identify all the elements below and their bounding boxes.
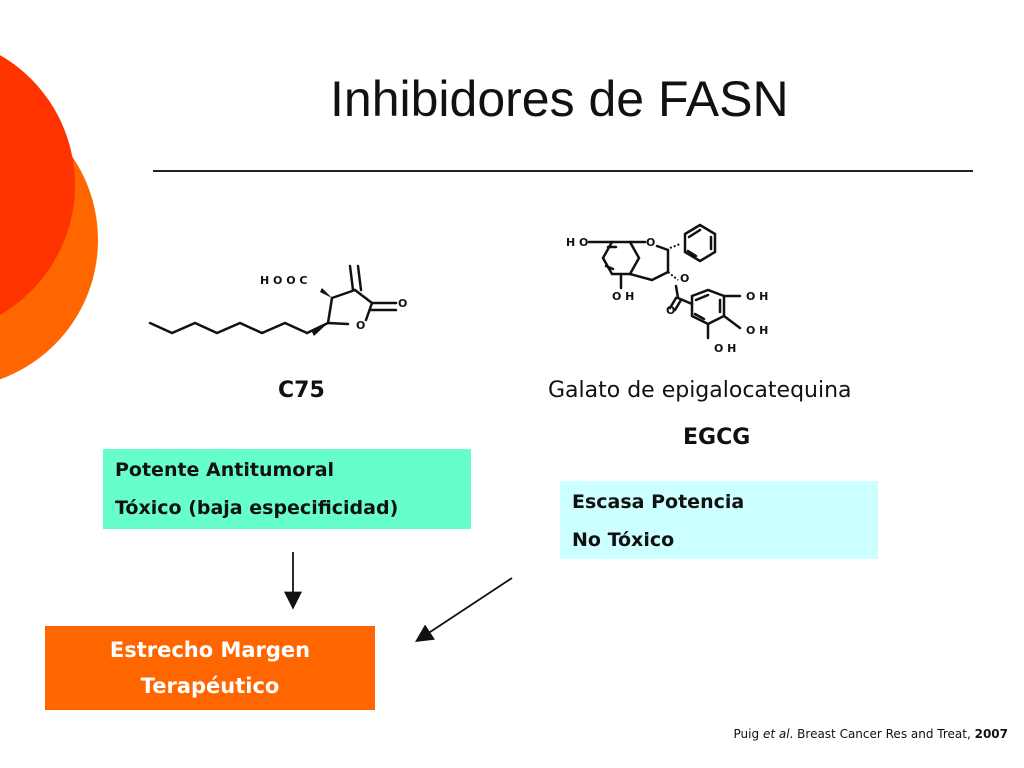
citation-etal: et al: [762, 727, 790, 741]
atom-o-carbonyl: O: [666, 304, 675, 317]
result-line-2: Terapéutico: [140, 674, 280, 698]
c75-properties-box: Potente Antitumoral Tóxico (baja especif…: [103, 449, 471, 529]
atom-oh-d: O H: [714, 342, 736, 355]
c75-label: C75: [278, 378, 325, 403]
egcg-properties-box: Escasa Potencia No Tóxico: [560, 481, 878, 559]
slide-title: Inhibidores de FASN: [330, 71, 789, 127]
atom-o-ring: O: [646, 236, 655, 249]
atom-o-ring: O: [356, 319, 365, 332]
citation-year: 2007: [974, 727, 1008, 741]
b-ring: [683, 223, 717, 263]
citation-journal: . Breast Cancer Res and Treat,: [789, 727, 975, 741]
atom-cooh: H O O C: [260, 274, 307, 287]
decorative-circles: [0, 55, 98, 380]
egcg-full-name: Galato de epigalocatequina: [548, 378, 852, 403]
alkyl-chain: [148, 321, 309, 335]
atom-oh-b: O H: [746, 290, 768, 303]
c75-structure: H O O C O O: [148, 264, 407, 336]
atom-ho: H O: [566, 236, 588, 249]
decor-red-circle: [0, 55, 75, 315]
c75-property-1: Potente Antitumoral: [115, 459, 335, 481]
citation: Puig et al. Breast Cancer Res and Treat,…: [734, 727, 1008, 741]
atom-o-carbonyl: O: [398, 297, 407, 310]
atom-oh-c: O H: [746, 324, 768, 337]
citation-author: Puig: [733, 727, 763, 741]
atom-oh-a: O H: [612, 290, 634, 303]
result-box: Estrecho Margen Terapéutico: [45, 626, 375, 710]
egcg-property-1: Escasa Potencia: [572, 491, 745, 513]
result-line-1: Estrecho Margen: [109, 638, 311, 662]
egcg-property-2: No Tóxico: [572, 529, 675, 551]
egcg-abbreviation: EGCG: [683, 425, 751, 450]
atom-o-ester: O: [680, 272, 689, 285]
arrow-diagonal: [414, 577, 513, 642]
c75-property-2: Tóxico (baja especificidad): [115, 497, 399, 519]
egcg-structure: H O O O H O O O H O H O H: [566, 223, 768, 355]
title-divider: [153, 170, 973, 172]
